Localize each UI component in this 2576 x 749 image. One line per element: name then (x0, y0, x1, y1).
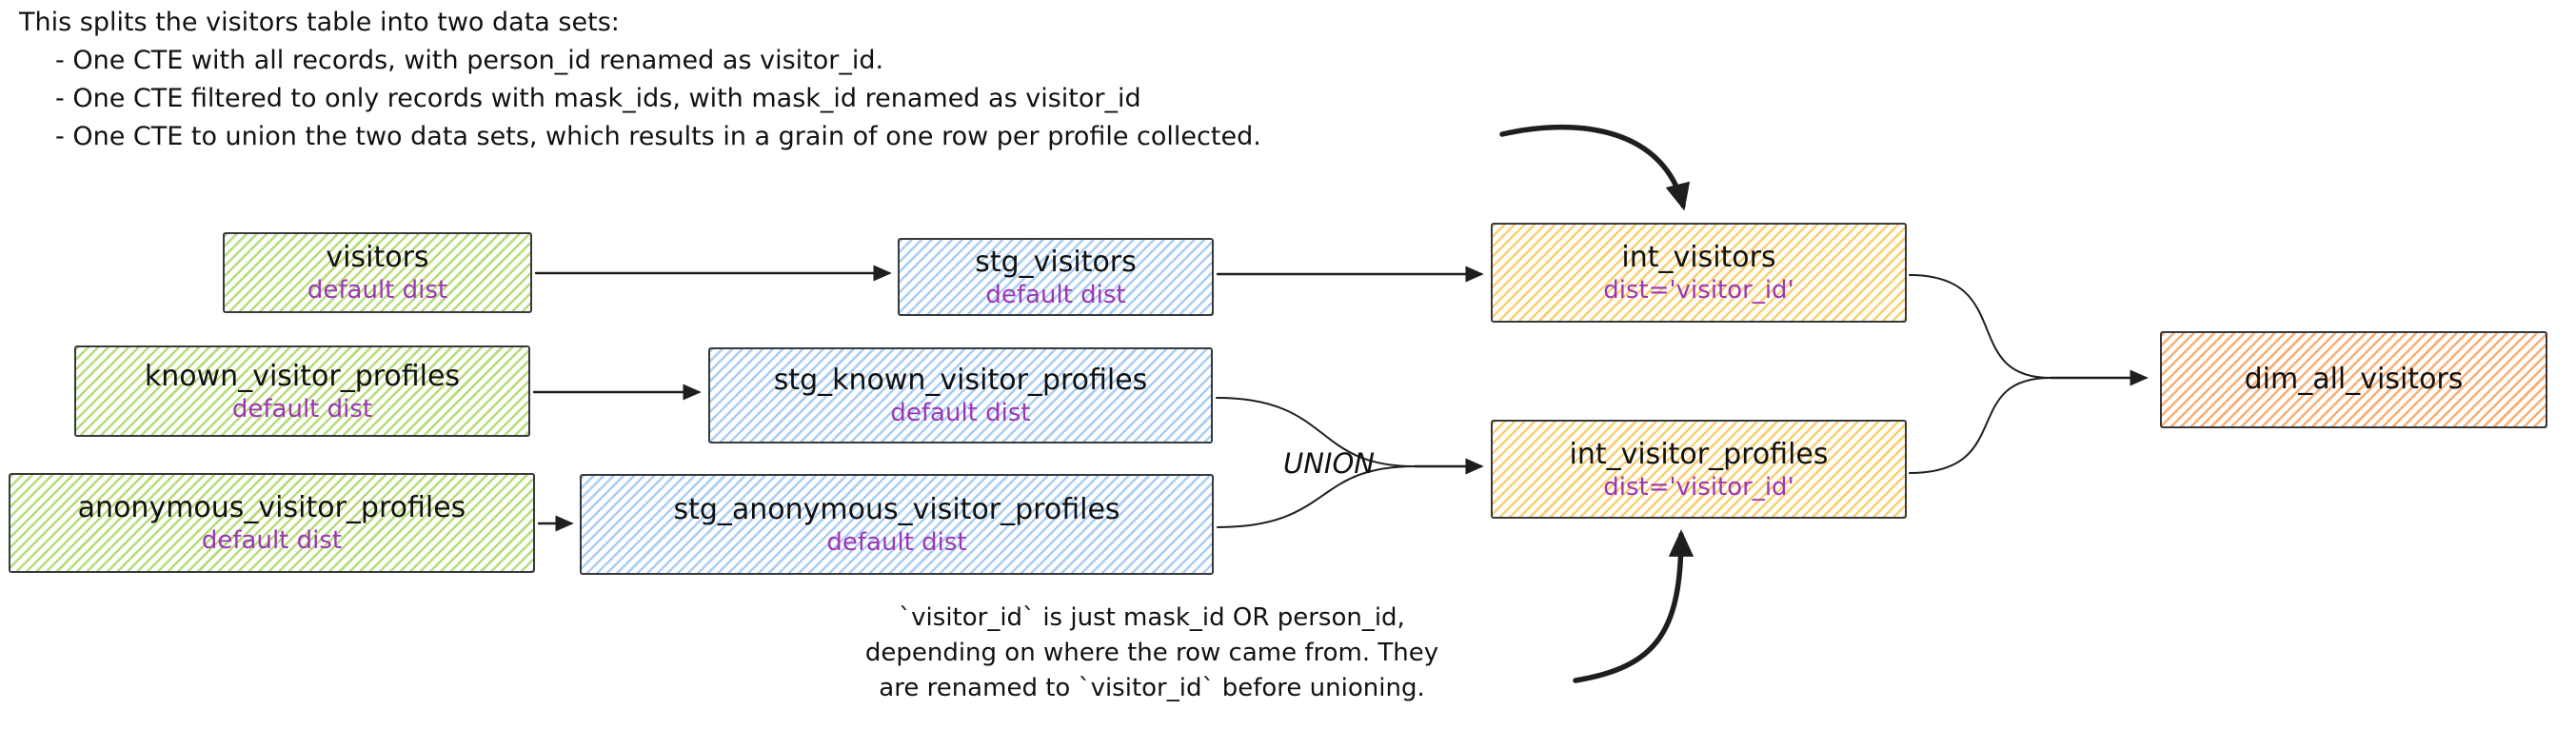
node-subtitle: default dist (307, 276, 448, 305)
node-anonymous-visitor-profiles[interactable]: anonymous_visitor_profiles default dist (9, 473, 535, 573)
node-subtitle: default dist (985, 280, 1126, 309)
node-stg-known-visitor-profiles[interactable]: stg_known_visitor_profiles default dist (708, 347, 1213, 443)
node-subtitle: default dist (201, 526, 343, 555)
top-annotation: This splits the visitors table into two … (19, 4, 1261, 156)
node-title: stg_known_visitor_profiles (773, 364, 1148, 397)
top-annotation-bullet: - One CTE filtered to only records with … (55, 84, 1141, 113)
top-annotation-bullet: - One CTE with all records, with person_… (55, 46, 884, 75)
node-subtitle: default dist (231, 394, 373, 424)
bottom-annotation-line: depending on where the row came from. Th… (864, 639, 1439, 667)
curve-int-visitor-profiles-to-merge (1909, 377, 2051, 474)
node-subtitle: default dist (826, 527, 967, 557)
bottom-annotation-line: are renamed to `visitor_id` before union… (879, 674, 1425, 702)
curve-int-visitors-to-merge (1909, 274, 2051, 379)
node-title: visitors (326, 241, 429, 274)
node-dim-all-visitors[interactable]: dim_all_visitors (2160, 331, 2547, 428)
union-label: UNION (1283, 447, 1375, 480)
top-annotation-bullet: - One CTE to union the two data sets, wh… (55, 122, 1261, 151)
node-stg-visitors[interactable]: stg_visitors default dist (898, 238, 1214, 316)
callout-arrow-top-annotation (1499, 124, 1691, 211)
node-int-visitor-profiles[interactable]: int_visitor_profiles dist='visitor_id' (1491, 420, 1907, 519)
node-subtitle: dist='visitor_id' (1603, 472, 1794, 502)
node-title: known_visitor_profiles (144, 359, 461, 393)
node-title: int_visitor_profiles (1569, 437, 1829, 471)
node-title: stg_anonymous_visitor_profiles (673, 492, 1120, 526)
callout-arrow-bottom-annotation (1573, 529, 1694, 683)
node-title: anonymous_visitor_profiles (77, 491, 466, 524)
node-title: dim_all_visitors (2244, 363, 2464, 396)
node-subtitle: default dist (890, 399, 1031, 427)
node-title: stg_visitors (975, 245, 1137, 279)
bottom-annotation: `visitor_id` is just mask_id OR person_i… (857, 601, 1447, 706)
node-title: int_visitors (1621, 241, 1776, 274)
node-known-visitor-profiles[interactable]: known_visitor_profiles default dist (74, 345, 530, 437)
node-int-visitors[interactable]: int_visitors dist='visitor_id' (1491, 223, 1907, 323)
node-stg-anonymous-visitor-profiles[interactable]: stg_anonymous_visitor_profiles default d… (580, 474, 1214, 575)
bottom-annotation-line: `visitor_id` is just mask_id OR person_i… (899, 603, 1405, 632)
node-visitors[interactable]: visitors default dist (223, 232, 532, 313)
node-subtitle: dist='visitor_id' (1603, 276, 1794, 305)
top-annotation-title: This splits the visitors table into two … (19, 8, 620, 37)
